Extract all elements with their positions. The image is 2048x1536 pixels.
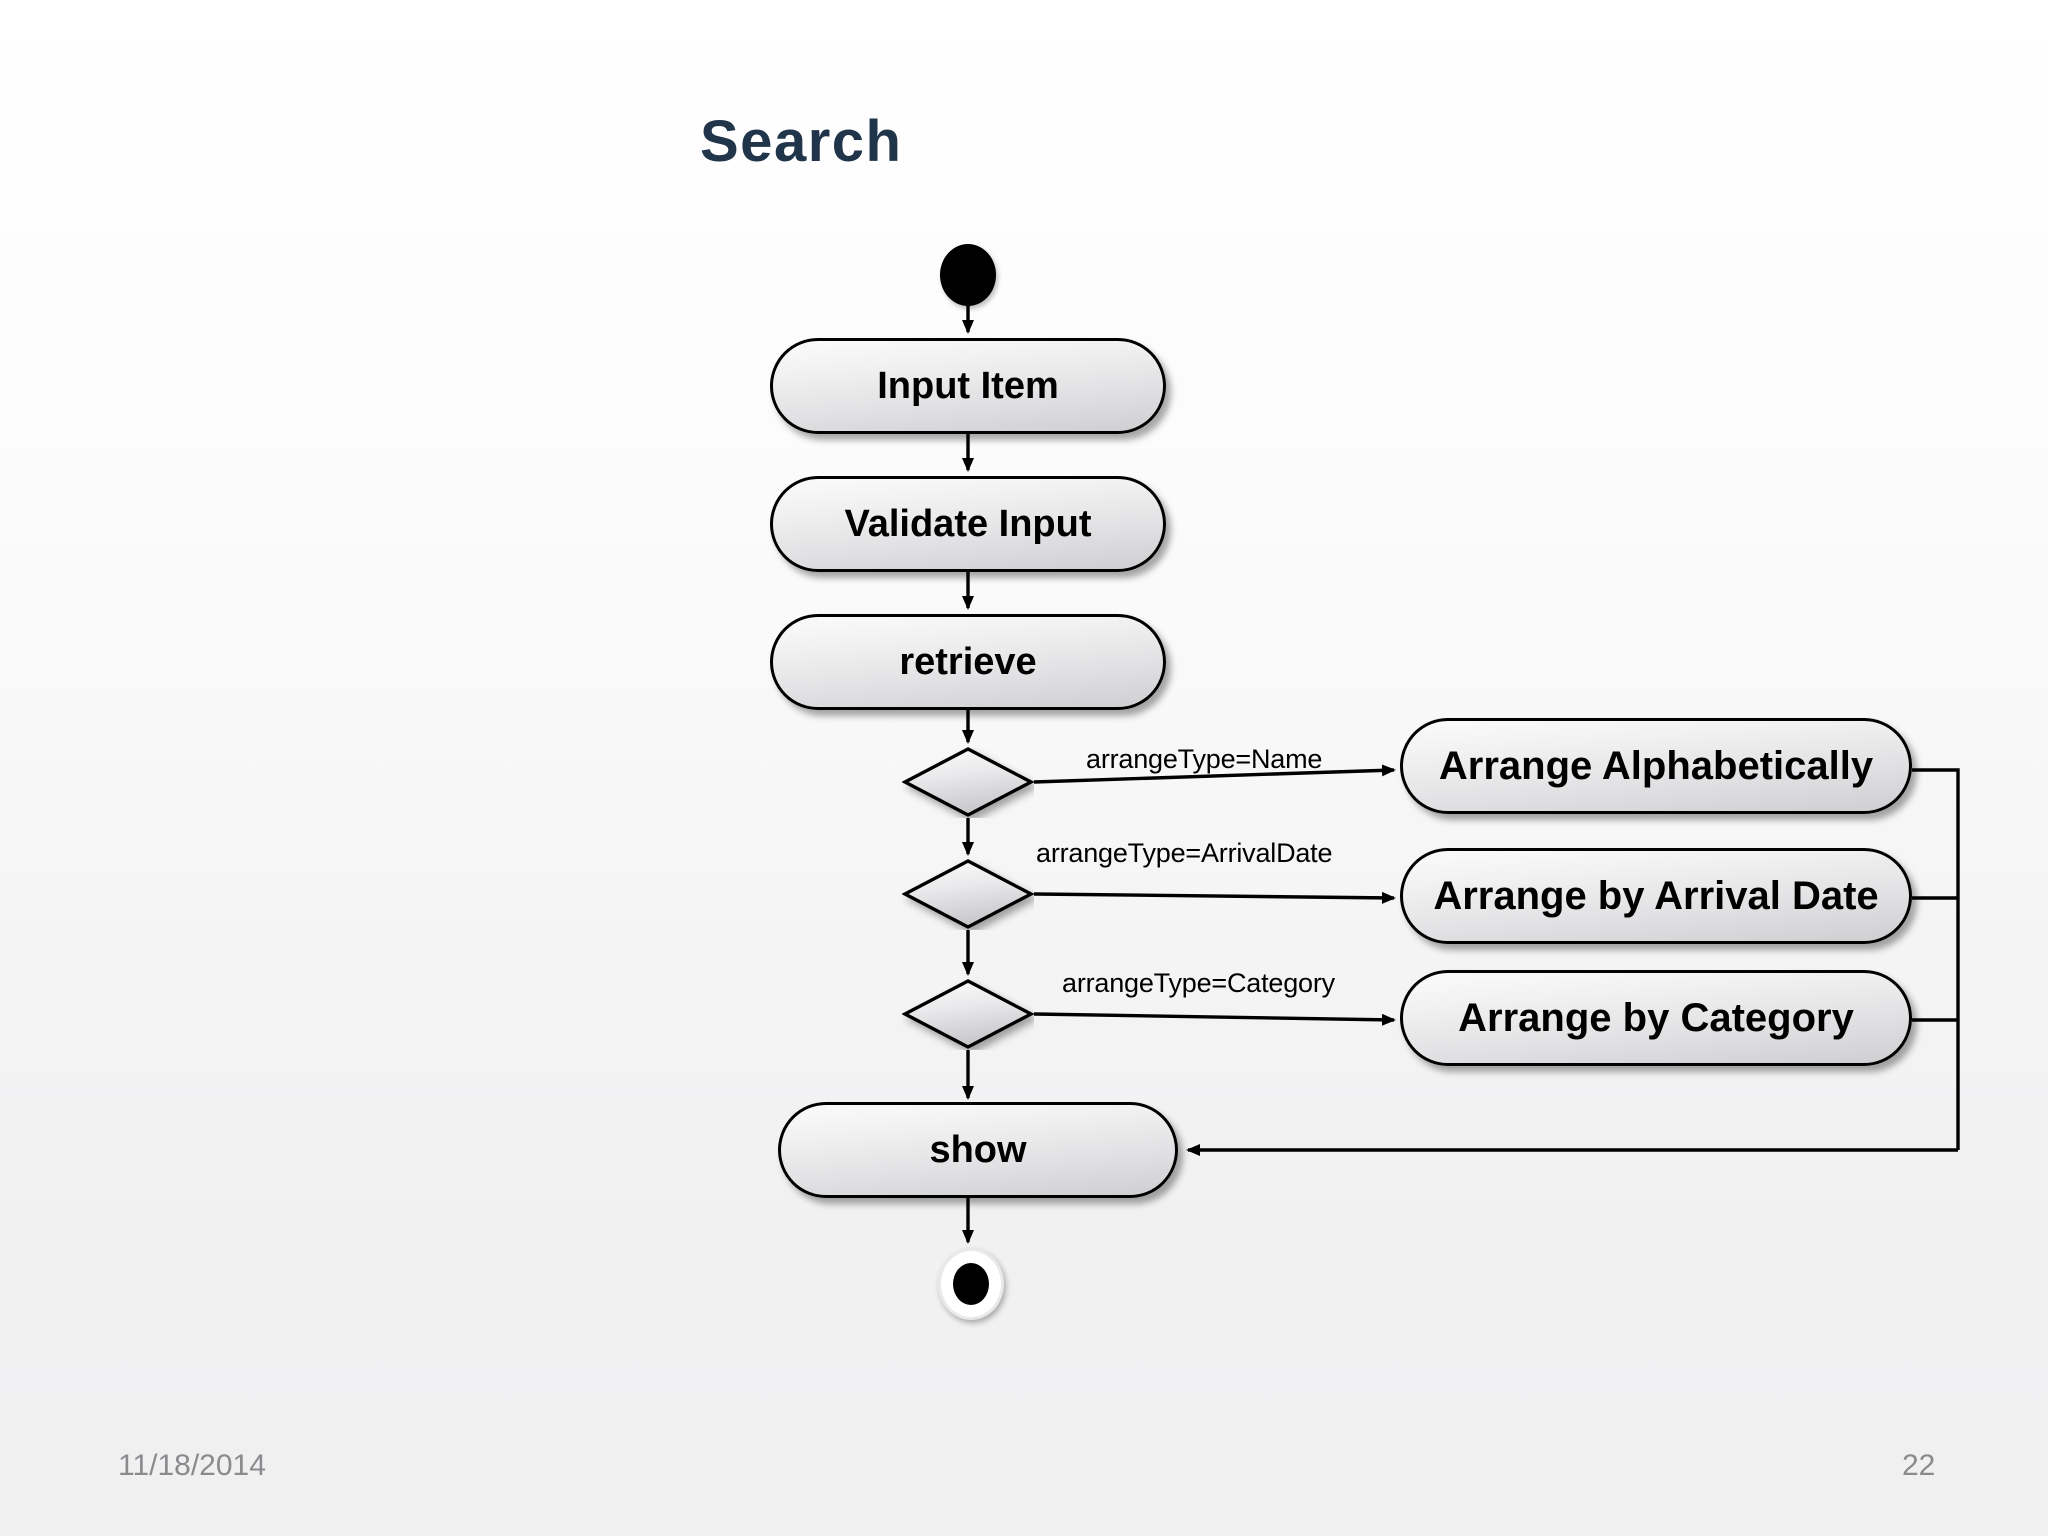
activity-node-show[interactable]: show: [778, 1102, 1178, 1198]
activity-label: Arrange by Arrival Date: [1433, 874, 1879, 918]
final-node: [938, 1248, 1004, 1320]
decision-node-3[interactable]: [902, 978, 1034, 1050]
footer-date: 11/18/2014: [118, 1449, 266, 1482]
diamond-icon: [902, 747, 1034, 817]
activity-label: Arrange by Category: [1458, 996, 1854, 1040]
activity-node-arrange-alphabetically[interactable]: Arrange Alphabetically: [1400, 718, 1912, 814]
edge-label-arrange-type-category: arrangeType=Category: [1062, 968, 1335, 998]
final-node-core: [953, 1263, 989, 1305]
activity-label: Validate Input: [844, 503, 1092, 545]
activity-node-validate-input[interactable]: Validate Input: [770, 476, 1166, 572]
activity-label: Input Item: [877, 365, 1059, 407]
diamond-icon: [902, 859, 1034, 929]
initial-node: [940, 244, 996, 306]
footer-page-number: 22: [1902, 1449, 1936, 1482]
activity-label: show: [929, 1129, 1027, 1171]
activity-node-arrange-by-category[interactable]: Arrange by Category: [1400, 970, 1912, 1066]
decision-node-2[interactable]: [902, 858, 1034, 930]
page-title: Search: [700, 109, 903, 174]
activity-label: Arrange Alphabetically: [1438, 744, 1874, 788]
diamond-icon: [902, 979, 1034, 1049]
activity-node-retrieve[interactable]: retrieve: [770, 614, 1166, 710]
activity-node-input-item[interactable]: Input Item: [770, 338, 1166, 434]
edge-label-arrange-type-arrival-date: arrangeType=ArrivalDate: [1036, 838, 1333, 868]
edge-label-arrange-type-name: arrangeType=Name: [1086, 744, 1323, 774]
decision-node-1[interactable]: [902, 746, 1034, 818]
activity-label: retrieve: [899, 641, 1037, 683]
activity-node-arrange-by-arrival-date[interactable]: Arrange by Arrival Date: [1400, 848, 1912, 944]
